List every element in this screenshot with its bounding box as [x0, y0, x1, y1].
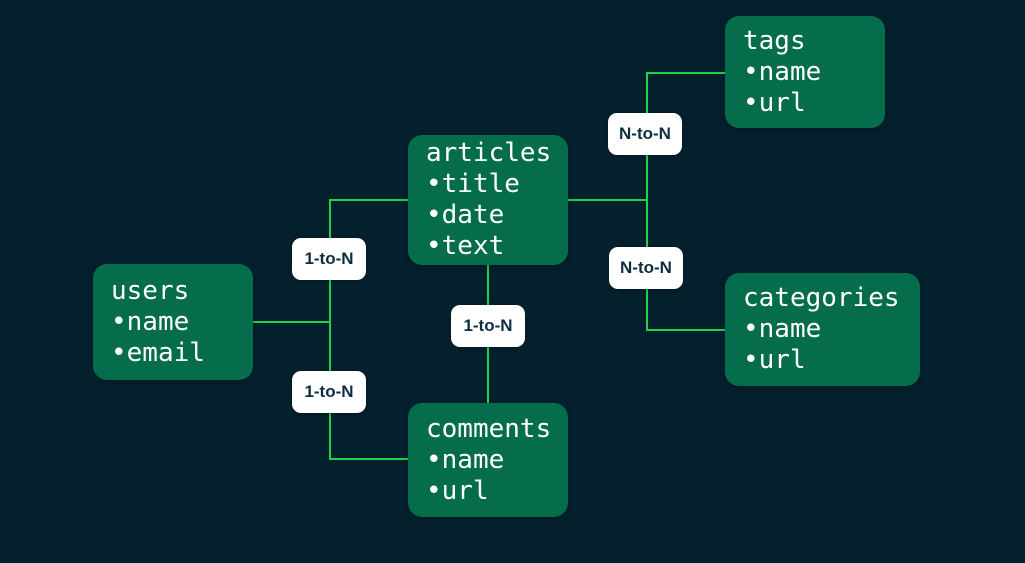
entity-tags: tags •name •url — [725, 16, 885, 128]
entity-field: •url — [743, 345, 806, 375]
entity-field: •url — [426, 475, 489, 506]
relationship-label-articles-comments: 1-to-N — [451, 305, 525, 347]
connector-junction-to-categories — [647, 329, 725, 331]
connector-users-to-junction — [253, 321, 331, 323]
relationship-label-articles-tags: N-to-N — [608, 113, 682, 155]
entity-comments: comments •name •url — [408, 403, 568, 517]
entity-title: articles — [426, 138, 552, 168]
entity-users: users •name •email — [93, 264, 253, 380]
entity-field: •name — [743, 56, 822, 87]
entity-field: •name — [426, 444, 505, 475]
connector-junction-to-articles — [330, 199, 408, 201]
relationship-label-users-comments: 1-to-N — [292, 371, 366, 413]
connector-left-vertical — [329, 199, 331, 460]
entity-field: •title — [426, 169, 520, 199]
entity-title: comments — [426, 413, 552, 444]
relationship-label-users-articles: 1-to-N — [292, 238, 366, 280]
entity-field: •url — [743, 87, 806, 118]
relationship-label-articles-categories: N-to-N — [609, 247, 683, 289]
entity-field: •text — [426, 231, 505, 261]
entity-field: •name — [743, 314, 822, 344]
connector-right-vertical — [646, 72, 648, 331]
entity-field: •email — [111, 337, 205, 368]
connector-junction-to-comments — [330, 458, 408, 460]
entity-categories: categories •name •url — [725, 273, 920, 386]
connector-junction-to-tags — [647, 72, 725, 74]
entity-field: •name — [111, 306, 190, 337]
entity-title: users — [111, 275, 190, 306]
entity-field: •date — [426, 200, 505, 230]
entity-title: categories — [743, 283, 900, 313]
entity-articles: articles •title •date •text — [408, 135, 568, 265]
connector-articles-to-junction — [568, 199, 647, 201]
entity-title: tags — [743, 25, 806, 56]
